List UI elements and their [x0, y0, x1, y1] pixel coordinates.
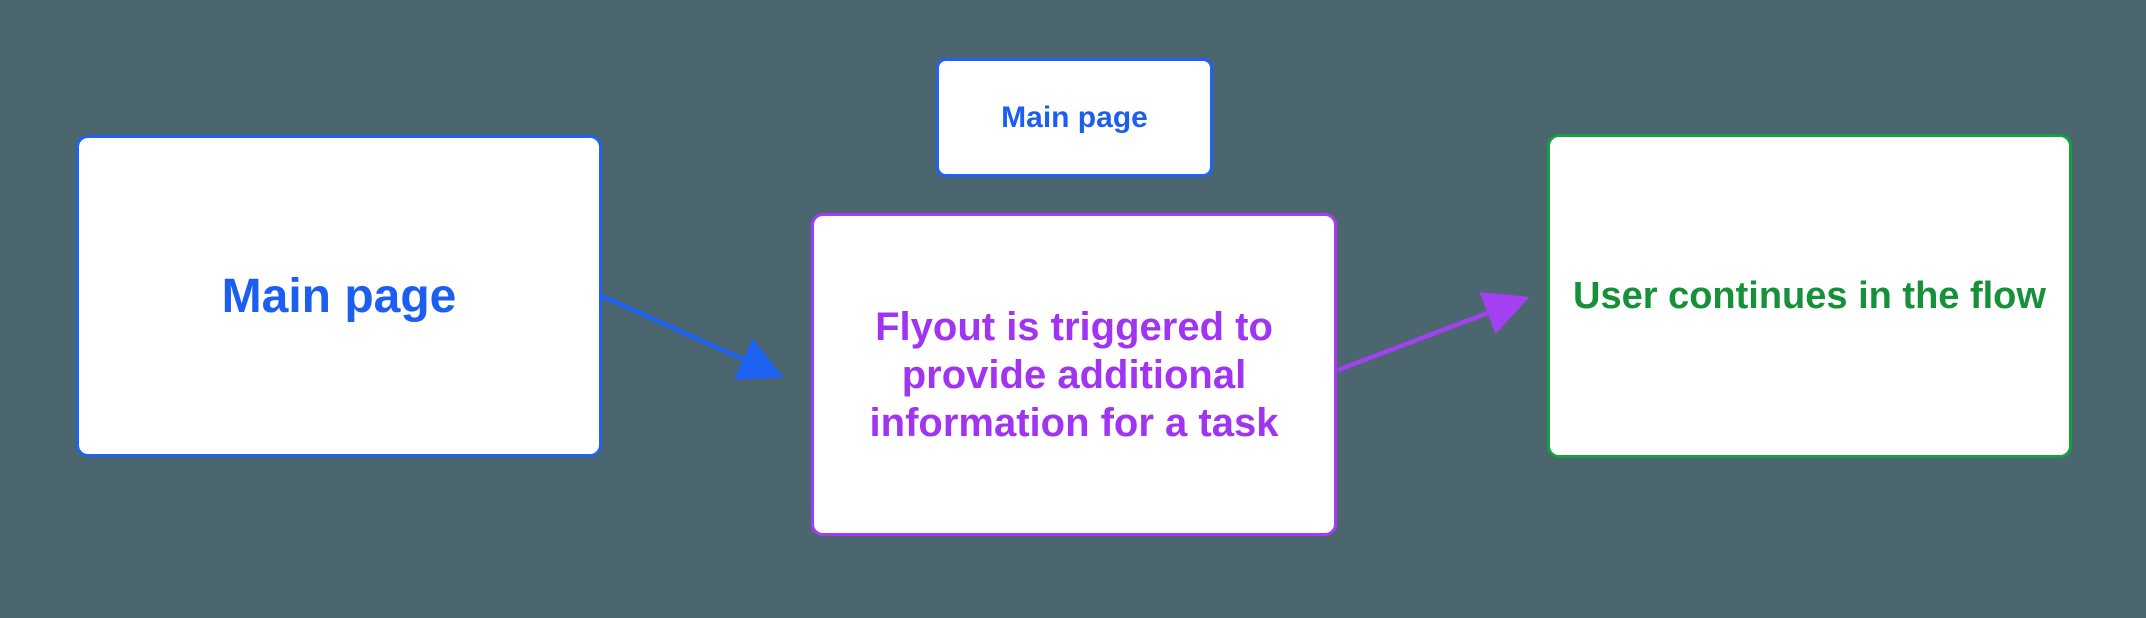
- node-user-continues[interactable]: User continues in the flow: [1547, 134, 2072, 458]
- node-main-page-small-label: Main page: [1001, 100, 1148, 134]
- node-flyout[interactable]: Flyout is triggered to provide additiona…: [811, 213, 1337, 536]
- connector-main-to-flyout[interactable]: [601, 293, 785, 380]
- node-main-page-label: Main page: [221, 269, 457, 323]
- connector-flyout-to-continue[interactable]: [1337, 291, 1530, 373]
- node-main-page[interactable]: Main page: [76, 135, 602, 457]
- node-user-continues-label: User continues in the flow: [1573, 274, 2046, 317]
- node-flyout-label: Flyout is triggered to provide additiona…: [869, 304, 1279, 445]
- node-main-page-small[interactable]: Main page: [936, 58, 1213, 177]
